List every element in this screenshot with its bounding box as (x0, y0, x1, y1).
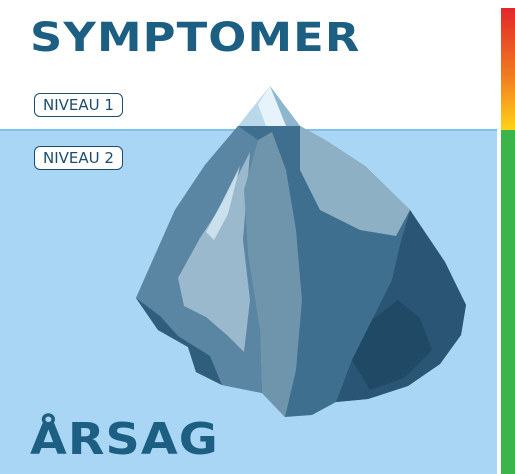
cause-heading: ÅRSAG (30, 418, 219, 462)
scale-bar-top (501, 8, 515, 130)
scale-bar-bottom (501, 130, 515, 474)
symptoms-heading: SYMPTOMER (30, 18, 361, 58)
level-2-tag: NIVEAU 2 (34, 146, 123, 170)
level-1-tag: NIVEAU 1 (34, 93, 123, 117)
